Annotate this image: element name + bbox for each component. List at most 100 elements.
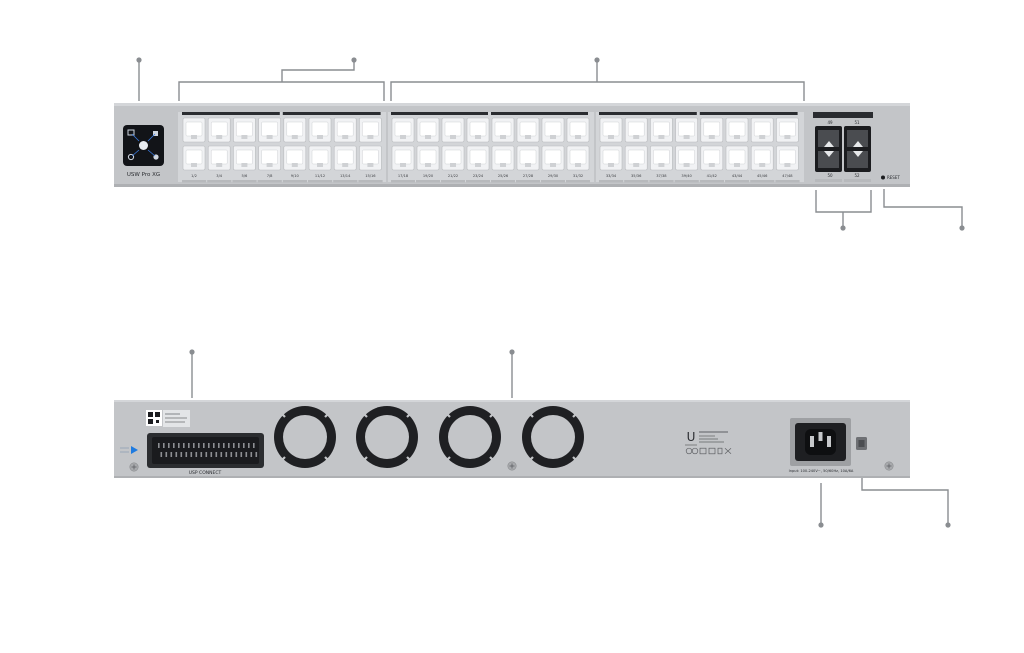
usp-pin xyxy=(243,443,245,448)
port-led-strip xyxy=(358,180,383,183)
rj45-port-6[interactable] xyxy=(233,145,256,171)
rj45-port-41[interactable] xyxy=(700,117,724,143)
rj45-port-36[interactable] xyxy=(624,145,648,171)
rj45-port-8[interactable] xyxy=(258,145,281,171)
usp-pin xyxy=(215,452,218,457)
usp-pin xyxy=(203,443,205,448)
port-led-strip xyxy=(775,180,800,183)
rj45-port-25[interactable] xyxy=(491,117,515,143)
usp-pin xyxy=(205,452,208,457)
serial-label-sticker xyxy=(163,410,190,427)
rj45-port-37[interactable] xyxy=(650,117,673,143)
rj45-port-32[interactable] xyxy=(566,145,590,171)
port-label: 43/44 xyxy=(732,174,743,178)
rj45-port-15[interactable] xyxy=(359,117,382,143)
rj45-port-45[interactable] xyxy=(750,117,774,143)
usp-pin xyxy=(158,443,160,448)
front-display xyxy=(123,125,164,166)
rj45-port-38[interactable] xyxy=(650,145,673,171)
display-icon xyxy=(153,131,158,136)
rj45-port-11[interactable] xyxy=(308,117,332,143)
screw-icon xyxy=(507,461,517,471)
rj45-port-39[interactable] xyxy=(675,117,698,143)
rj45-port-13[interactable] xyxy=(333,117,357,143)
port-led-strip xyxy=(391,180,415,183)
port-label: 21/22 xyxy=(448,174,458,178)
rj45-port-47[interactable] xyxy=(776,117,799,143)
rj45-port-40[interactable] xyxy=(675,145,698,171)
rj45-port-24[interactable] xyxy=(466,145,490,171)
sfp-port-51[interactable] xyxy=(847,130,868,147)
rj45-port-21[interactable] xyxy=(441,117,465,143)
port-label: 47/48 xyxy=(782,174,793,178)
regulatory-label: ᑌ xyxy=(685,430,732,455)
rj45-port-42[interactable] xyxy=(700,145,724,171)
rj45-port-29[interactable] xyxy=(541,117,565,143)
rj45-port-3[interactable] xyxy=(207,117,231,143)
rj45-port-33[interactable] xyxy=(599,117,623,143)
rj45-port-10[interactable] xyxy=(283,145,307,171)
front-chassis-top-edge xyxy=(114,103,910,106)
sfp-port-52[interactable] xyxy=(847,151,868,168)
sfp-top-bar xyxy=(813,112,873,118)
rj45-port-4[interactable] xyxy=(207,145,231,171)
usp-pin xyxy=(225,452,228,457)
port-led-strip xyxy=(182,180,207,183)
port-led-strip xyxy=(308,180,333,183)
rj45-port-44[interactable] xyxy=(725,145,749,171)
rj45-ports xyxy=(182,117,799,171)
rj45-port-16[interactable] xyxy=(359,145,382,171)
rj45-port-2[interactable] xyxy=(182,145,206,171)
rj45-port-31[interactable] xyxy=(566,117,590,143)
rj45-port-17[interactable] xyxy=(391,117,415,143)
usp-pin xyxy=(180,452,183,457)
port-led-strip xyxy=(566,180,590,183)
callout-lines xyxy=(138,61,963,524)
sfp-port-50[interactable] xyxy=(818,151,839,168)
usp-pin xyxy=(173,443,175,448)
rj45-port-20[interactable] xyxy=(416,145,440,171)
usp-pin xyxy=(165,452,168,457)
port-label: 19/20 xyxy=(423,174,434,178)
rj45-port-1[interactable] xyxy=(182,117,206,143)
port-label: 17/18 xyxy=(398,174,409,178)
port-led-strip xyxy=(541,180,565,183)
rj45-port-30[interactable] xyxy=(541,145,565,171)
rj45-port-35[interactable] xyxy=(624,117,648,143)
rj45-port-48[interactable] xyxy=(776,145,799,171)
port-led-strip xyxy=(674,180,699,183)
power-pin xyxy=(827,436,831,447)
port-label: 5/6 xyxy=(242,174,248,178)
rj45-port-23[interactable] xyxy=(466,117,490,143)
rj45-port-9[interactable] xyxy=(283,117,307,143)
qr-module xyxy=(148,412,153,417)
rj45-port-28[interactable] xyxy=(516,145,540,171)
rj45-port-5[interactable] xyxy=(233,117,256,143)
sfp-led-arrow xyxy=(853,151,863,157)
rj45-port-12[interactable] xyxy=(308,145,332,171)
port-label: 23/24 xyxy=(473,174,484,178)
sfp-label-50: 50 xyxy=(827,173,833,178)
rj45-port-43[interactable] xyxy=(725,117,749,143)
port-label: 27/28 xyxy=(523,174,534,178)
port-label: 11/12 xyxy=(315,174,325,178)
sfp-led-strip xyxy=(844,179,871,182)
port-label: 39/40 xyxy=(681,174,692,178)
port-label: 3/4 xyxy=(216,174,222,178)
rj45-port-14[interactable] xyxy=(333,145,357,171)
rj45-port-27[interactable] xyxy=(516,117,540,143)
rj45-port-19[interactable] xyxy=(416,117,440,143)
display-line xyxy=(131,149,140,157)
rj45-port-46[interactable] xyxy=(750,145,774,171)
rj45-port-7[interactable] xyxy=(258,117,281,143)
reset-button[interactable] xyxy=(881,175,885,180)
usp-pins xyxy=(158,443,258,457)
port-label: 37/38 xyxy=(656,174,667,178)
usp-pin xyxy=(255,452,258,457)
sfp-port-49[interactable] xyxy=(818,130,839,147)
usp-indicator-arrow xyxy=(131,446,138,454)
rj45-port-34[interactable] xyxy=(599,145,623,171)
rj45-port-22[interactable] xyxy=(441,145,465,171)
rj45-port-18[interactable] xyxy=(391,145,415,171)
rj45-port-26[interactable] xyxy=(491,145,515,171)
